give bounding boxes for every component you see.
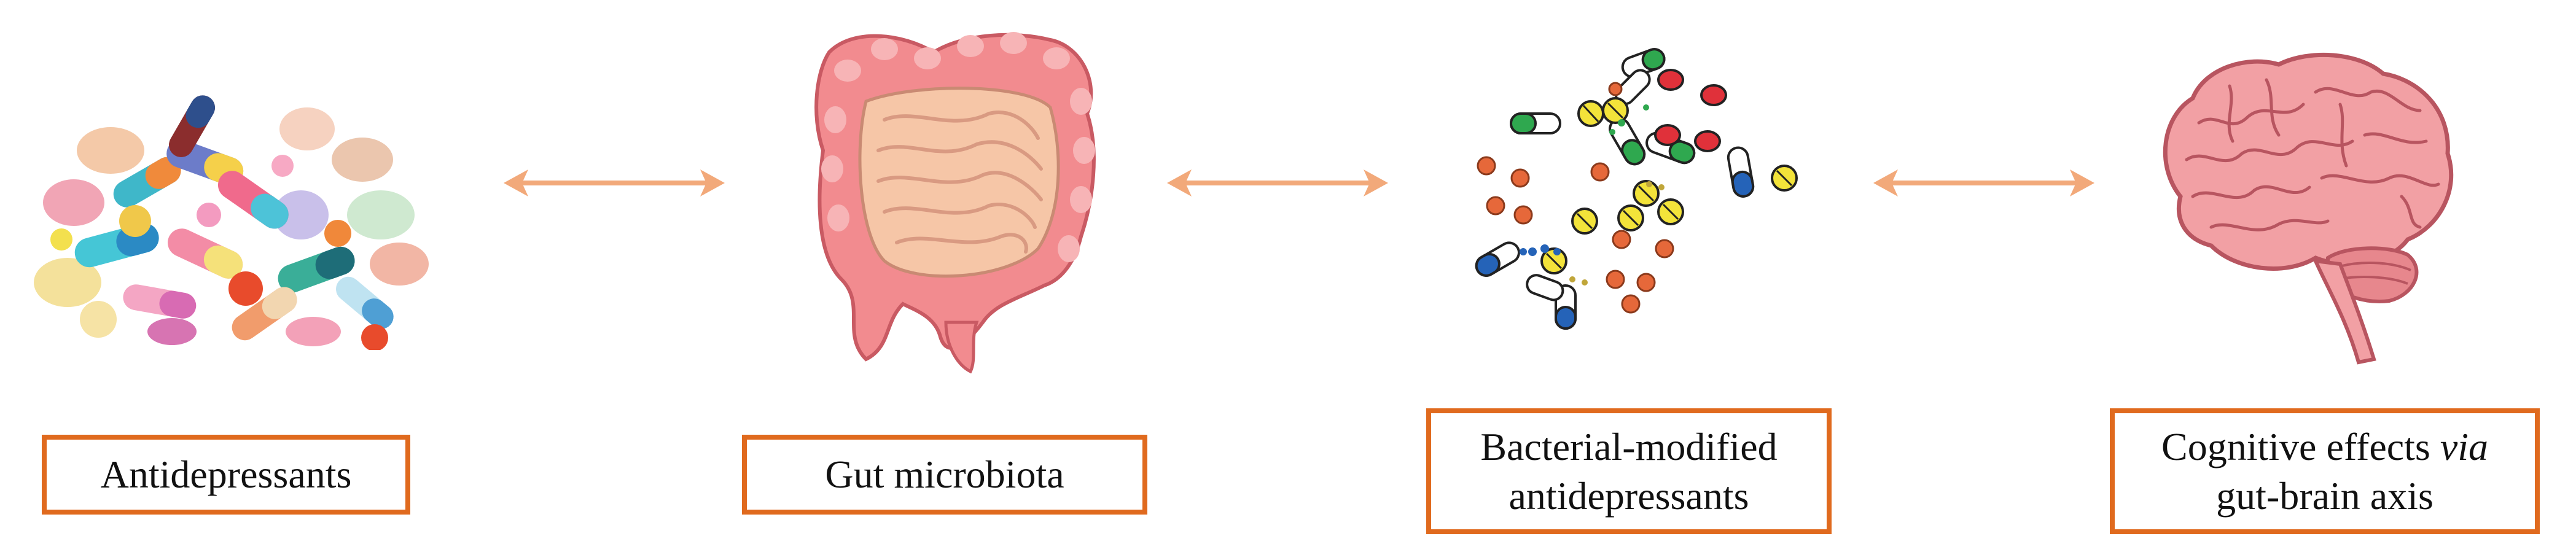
bidirectional-arrow: [1873, 169, 2094, 196]
bidirectional-arrow: [504, 169, 725, 196]
bacterial-modified-label-box: Bacterial-modified antidepressants: [1426, 408, 1832, 534]
intestine-icon: [814, 32, 1096, 374]
cognitive-effects-label-line2: gut-brain axis: [2216, 473, 2434, 518]
bidirectional-arrow: [1167, 169, 1388, 196]
antidepressants-label: Antidepressants: [100, 453, 352, 496]
cognitive-effects-label-line1: Cognitive effects via: [2161, 424, 2488, 468]
bacterial-modified-label-line1: Bacterial-modified: [1480, 424, 1778, 468]
antidepressants-label-box: Antidepressants: [42, 435, 410, 515]
gut-microbiota-label: Gut microbiota: [825, 453, 1064, 496]
gut-microbiota-label-box: Gut microbiota: [742, 435, 1147, 515]
pills-pile-icon: [34, 95, 429, 350]
cognitive-effects-label-box: Cognitive effects via gut-brain axis: [2110, 408, 2540, 534]
bacterial-modified-label-line2: antidepressants: [1509, 473, 1749, 518]
via-italic-text: via: [2440, 424, 2488, 468]
modified-pills-icon: [1475, 48, 1798, 330]
brain-icon: [2163, 52, 2454, 365]
